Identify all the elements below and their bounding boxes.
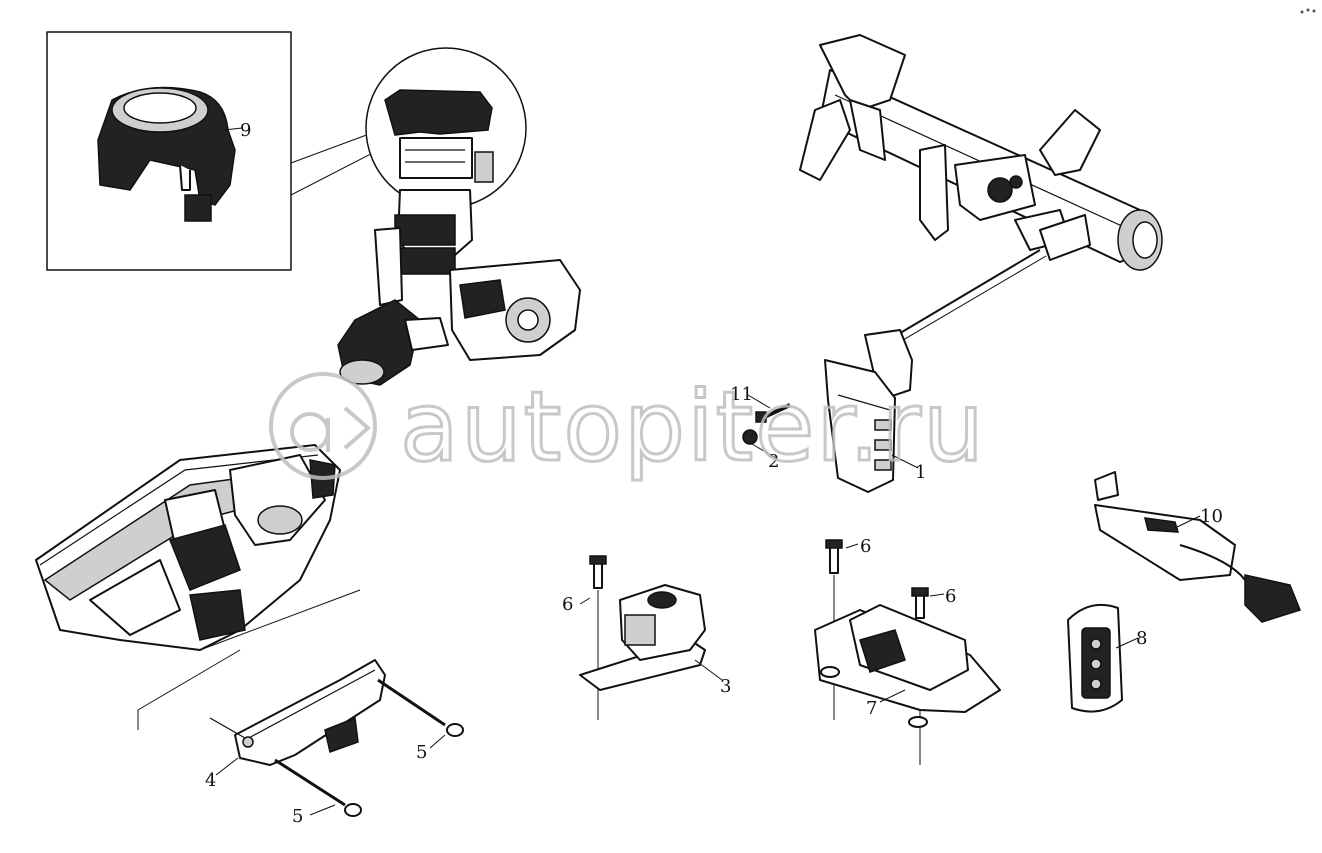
watermark-text: autopiter.ru <box>400 371 986 483</box>
dashboard <box>35 444 341 651</box>
autopiter-logo-icon <box>269 372 377 480</box>
bracket: 4 <box>205 659 386 791</box>
callout-1: 1 <box>915 462 926 483</box>
smart-key: 8 <box>1067 604 1147 713</box>
bolt-icon: 11 <box>730 384 791 423</box>
callout-10: 10 <box>1200 506 1223 527</box>
antenna: 6 6 7 <box>814 536 1001 765</box>
callout-4: 4 <box>205 770 216 791</box>
callout-8: 8 <box>1136 628 1147 649</box>
callout-7: 7 <box>866 698 877 719</box>
callout-11: 11 <box>730 384 753 405</box>
screw-icon: 5 <box>274 758 362 827</box>
sensor: 6 3 <box>562 555 731 720</box>
immobilizer-coil-icon <box>97 86 236 222</box>
nut-icon: 2 <box>742 429 779 472</box>
control-module: 1 <box>824 329 926 493</box>
detail-inset: 9 <box>46 31 292 271</box>
ignition-lock-assembly <box>337 189 581 386</box>
watermark: autopiter.ru <box>269 370 986 485</box>
ignition-lock-detail <box>365 47 527 209</box>
callout-5b: 5 <box>292 806 303 827</box>
callout-6c: 6 <box>945 586 956 607</box>
door-handle: 10 <box>1094 471 1301 623</box>
callout-5a: 5 <box>416 742 427 763</box>
callout-2: 2 <box>768 451 779 472</box>
callout-6a: 6 <box>562 594 573 615</box>
screw-icon: 5 <box>377 678 464 763</box>
callout-9: 9 <box>240 120 251 141</box>
corner-mark-icon <box>1300 8 1316 14</box>
callout-3: 3 <box>720 676 731 697</box>
steering-beam <box>799 34 1163 351</box>
callout-6b: 6 <box>860 536 871 557</box>
